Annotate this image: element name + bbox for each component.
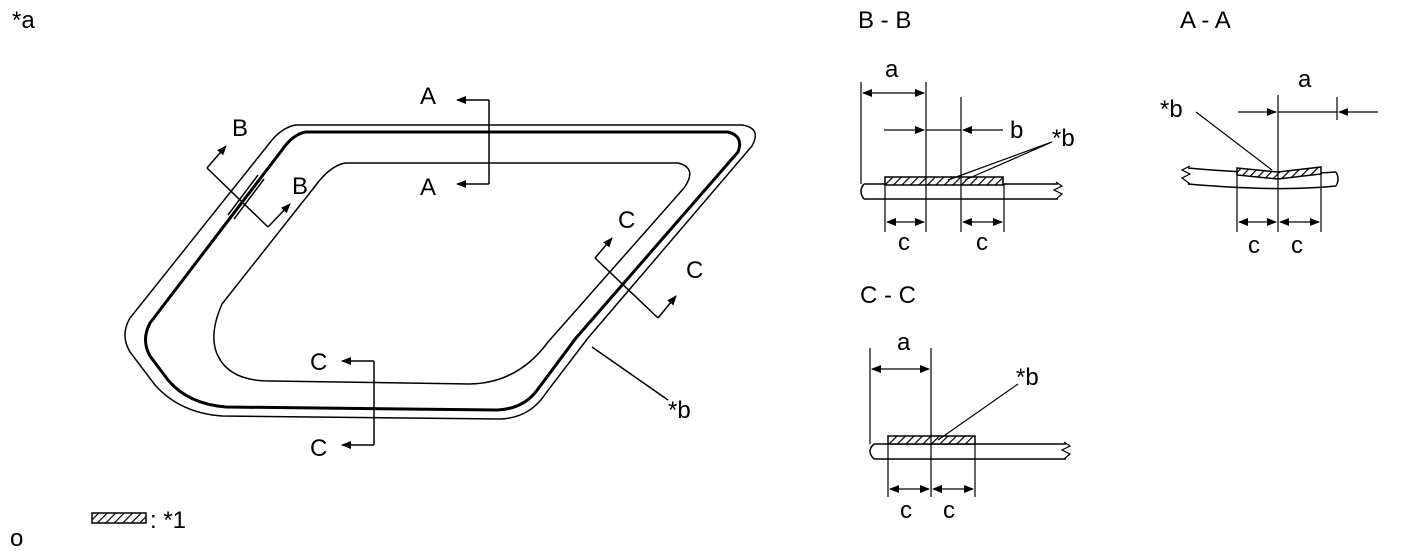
label-c-left-top: C	[310, 349, 327, 376]
section-cc: C - C a *b c c	[860, 282, 1072, 524]
aa-break-mark	[1180, 165, 1192, 185]
label-a-bottom: A	[420, 174, 436, 201]
aa-dim-c2: c	[1291, 232, 1303, 259]
title-ref: *a	[12, 7, 35, 34]
cc-callout: *b	[1016, 364, 1039, 391]
legend: : *1	[91, 507, 186, 534]
aa-callout: *b	[1160, 96, 1183, 123]
cc-break-mark	[1060, 441, 1072, 460]
legend-text: : *1	[150, 507, 186, 534]
aa-adhesive	[1236, 166, 1322, 180]
section-bb-title: B - B	[858, 7, 911, 34]
label-c-right-top: C	[618, 207, 635, 234]
section-b-cut: B B	[206, 115, 308, 228]
glass-outer-edge	[124, 124, 757, 420]
glass-inner-edge	[213, 162, 691, 385]
window-callout-b: *b	[591, 346, 691, 424]
aa-dim-c1: c	[1248, 232, 1260, 259]
section-bb: B - B a b *b c c	[858, 7, 1075, 256]
section-aa: A - A a *b c c	[1160, 7, 1378, 259]
bb-dim-c1: c	[898, 229, 910, 256]
bb-callout: *b	[1052, 125, 1075, 152]
bb-glass	[860, 183, 1058, 200]
legend-hatch-swatch	[91, 512, 147, 524]
label-c-right-bottom: C	[686, 257, 703, 284]
label-c-left-bottom: C	[310, 435, 327, 462]
label-b-top: B	[232, 115, 248, 142]
cc-glass	[869, 443, 1066, 460]
section-c-left-cut: C C	[310, 349, 375, 462]
bb-dim-b: b	[1010, 117, 1023, 144]
cc-dim-c2: c	[943, 497, 955, 524]
section-aa-title: A - A	[1180, 7, 1231, 34]
section-a-cut: A A	[420, 83, 490, 201]
cc-dim-a: a	[897, 329, 911, 356]
bb-dim-a: a	[885, 56, 899, 83]
label-a-top: A	[420, 83, 436, 110]
bb-dim-c2: c	[976, 229, 988, 256]
section-cc-title: C - C	[860, 282, 916, 309]
adhesive-bead	[144, 130, 742, 412]
footer-ref: o	[10, 525, 23, 552]
window-glass	[124, 124, 757, 420]
label-b-bottom: B	[292, 173, 308, 200]
bb-break-mark	[1052, 181, 1064, 200]
aa-dim-a: a	[1298, 66, 1312, 93]
cc-dim-c1: c	[900, 497, 912, 524]
bead-double-segment	[227, 174, 265, 220]
section-c-right-cut: C C	[594, 207, 703, 319]
label-window-callout: *b	[668, 397, 691, 424]
bb-adhesive	[884, 176, 1004, 186]
